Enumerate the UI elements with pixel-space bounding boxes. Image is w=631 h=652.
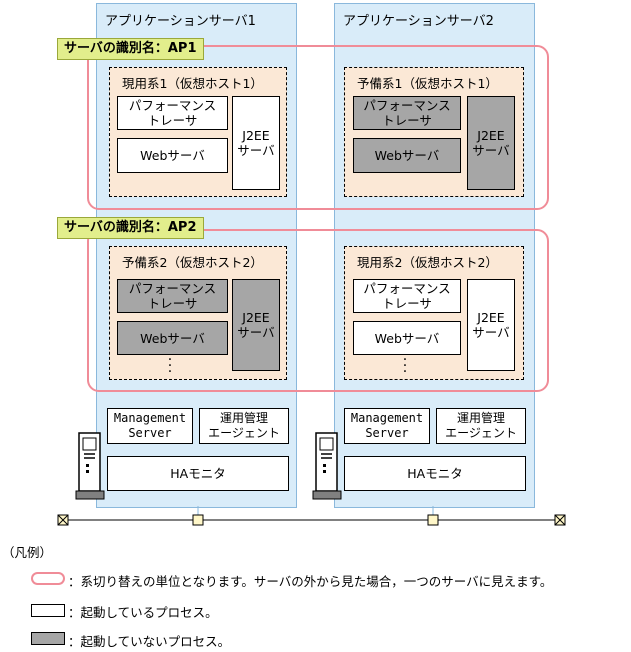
ha-monitor-process: HAモニタ: [107, 456, 289, 491]
terminator-right-icon: [554, 514, 566, 526]
host-ap1-active-title: 現用系1（仮想ホスト1）: [122, 76, 263, 91]
host-ap2-standby: 予備系2（仮想ホスト2） パフォーマンス トレーサ Webサーバ J2EE サー…: [109, 246, 287, 380]
j2ee-server-process: J2EE サーバ: [232, 279, 280, 371]
legend-stopped-text: ：起動していないプロセス。: [68, 634, 231, 649]
terminator-left-icon: [57, 514, 69, 526]
management-server-process: Management Server: [344, 408, 430, 444]
performance-tracer-process: パフォーマンス トレーサ: [353, 96, 461, 130]
legend-unit-swatch: [31, 572, 65, 585]
legend-unit-text: ：系切り替えの単位となります。サーバの外から見た場合，一つのサーバに見えます。: [68, 574, 553, 589]
ha-monitor-process: HAモニタ: [344, 456, 526, 491]
host-ap1-standby-title: 予備系1（仮想ホスト1）: [357, 76, 498, 91]
management-agent-process: 運用管理 エージェント: [436, 408, 526, 444]
server-machine-icon: [75, 432, 105, 500]
more-processes-ellipsis: ···: [402, 352, 408, 380]
host-ap2-active: 現用系2（仮想ホスト2） パフォーマンス トレーサ Webサーバ J2EE サー…: [344, 246, 524, 380]
legend-running-text: ：起動しているプロセス。: [68, 605, 218, 620]
legend-running-swatch: [31, 604, 65, 617]
web-server-process: Webサーバ: [117, 138, 228, 173]
failover-unit-ap2-label: サーバの識別名：AP2: [57, 217, 204, 239]
app-server-1-title: アプリケーションサーバ1: [105, 14, 256, 29]
network-line: [57, 506, 566, 526]
failover-unit-ap1: [87, 45, 549, 210]
performance-tracer-process: パフォーマンス トレーサ: [353, 279, 461, 313]
legend-heading: （凡例）: [2, 545, 53, 560]
failover-unit-ap2: [87, 229, 549, 392]
performance-tracer-process: パフォーマンス トレーサ: [117, 279, 228, 313]
j2ee-server-process: J2EE サーバ: [467, 96, 515, 190]
app-server-2-title: アプリケーションサーバ2: [343, 14, 494, 29]
web-server-process: Webサーバ: [117, 321, 228, 355]
host-ap2-standby-title: 予備系2（仮想ホスト2）: [122, 255, 263, 270]
host-ap2-active-title: 現用系2（仮想ホスト2）: [357, 255, 498, 270]
management-server-process: Management Server: [107, 408, 193, 444]
web-server-process: Webサーバ: [353, 321, 461, 355]
more-processes-ellipsis: ···: [167, 352, 173, 380]
server-machine-icon: [312, 432, 342, 500]
performance-tracer-process: パフォーマンス トレーサ: [117, 96, 228, 130]
j2ee-server-process: J2EE サーバ: [467, 279, 515, 371]
failover-unit-ap1-label: サーバの識別名：AP1: [57, 38, 204, 60]
legend-stopped-swatch: [31, 632, 65, 645]
j2ee-server-process: J2EE サーバ: [232, 96, 280, 190]
management-agent-process: 運用管理 エージェント: [199, 408, 289, 444]
web-server-process: Webサーバ: [353, 138, 461, 173]
host-ap1-active: 現用系1（仮想ホスト1） パフォーマンス トレーサ Webサーバ J2EE サー…: [109, 67, 287, 197]
host-ap1-standby: 予備系1（仮想ホスト1） パフォーマンス トレーサ Webサーバ J2EE サー…: [344, 67, 524, 197]
